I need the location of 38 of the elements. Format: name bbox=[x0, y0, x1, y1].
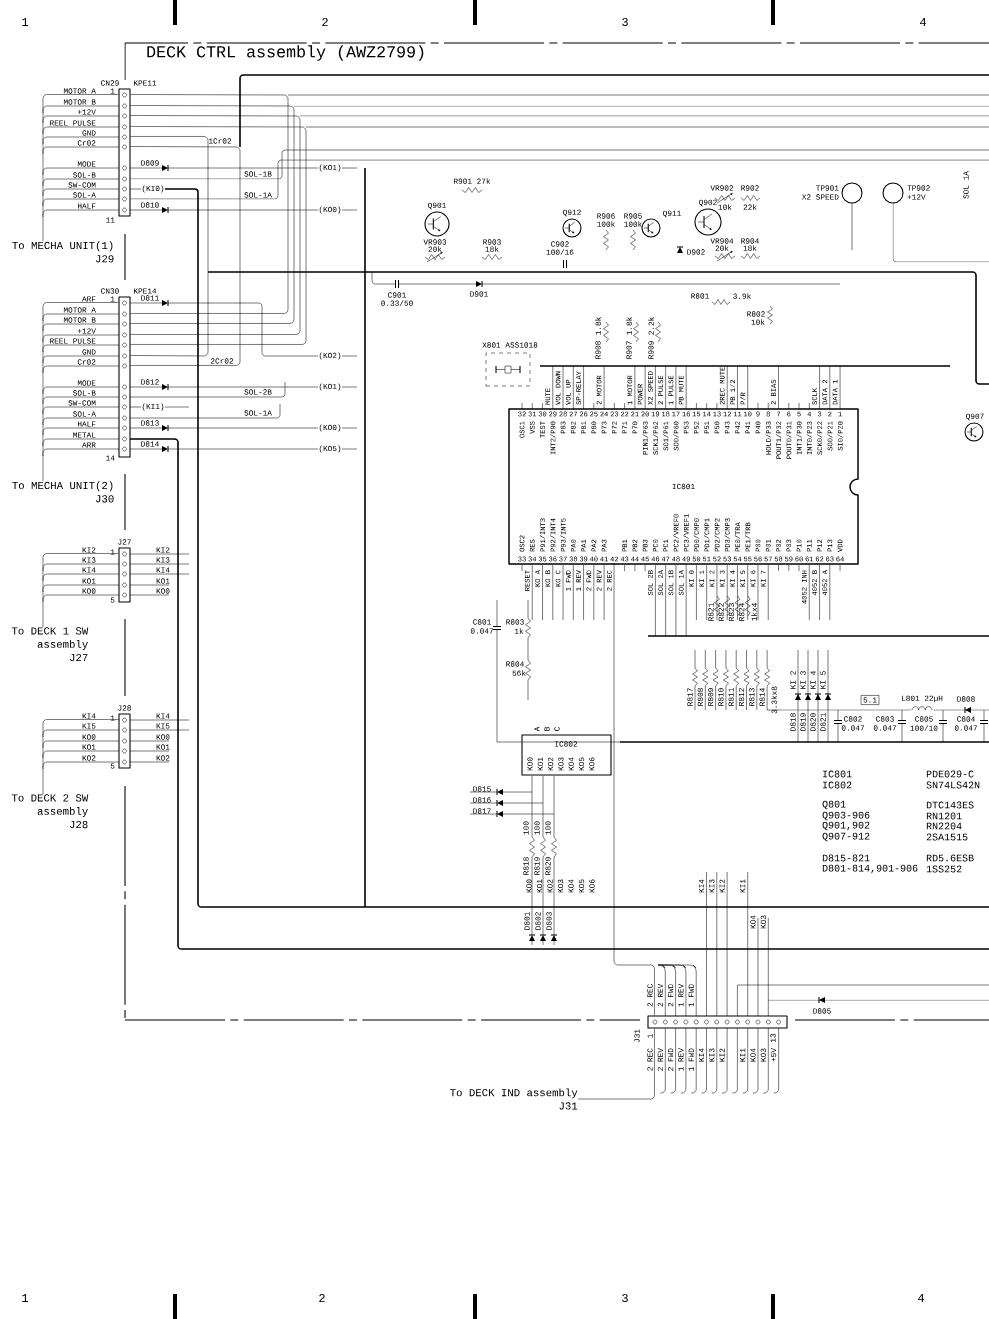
parts-list-text: IC801 bbox=[823, 770, 852, 778]
parts-list-text: RN2204 bbox=[926, 822, 962, 830]
connector-lead bbox=[42, 719, 119, 795]
parts-list-text: 2SA1515 bbox=[926, 833, 968, 841]
grid-number: 1 bbox=[22, 18, 29, 26]
grid-number: 3 bbox=[622, 1293, 628, 1303]
parts-list-text: RN1201 bbox=[926, 812, 962, 820]
parts-list-text: IC802 bbox=[823, 781, 852, 789]
parts-list-text: Q903-906 bbox=[822, 811, 870, 821]
parts-list-text: SN74LS42N bbox=[926, 781, 980, 789]
grid-number: 2 bbox=[322, 18, 328, 26]
parts-list-text: PDE029-C bbox=[926, 770, 974, 778]
connector-lead bbox=[42, 94, 119, 242]
destination-label: To DECK IND assembly J31 bbox=[450, 1088, 578, 1110]
destination-label: To MECHA UNIT(2) J30 bbox=[12, 481, 114, 503]
connector-lead bbox=[613, 563, 655, 1016]
grid-number: 3 bbox=[622, 17, 628, 27]
connector-lead bbox=[42, 302, 119, 482]
grid-number: 1 bbox=[22, 1294, 29, 1302]
connector-lead bbox=[577, 1028, 655, 1100]
parts-list-text: RD5.6ESB bbox=[926, 854, 974, 862]
parts-list-text: Q801 bbox=[822, 800, 846, 810]
parts-list-text: D815-821 bbox=[822, 854, 870, 862]
parts-list-text: D801-814,901-906 bbox=[822, 864, 918, 874]
parts-list-text: DTC143ES bbox=[926, 801, 974, 809]
parts-list-text: Q901,902 bbox=[822, 821, 870, 831]
destination-label: To DECK 1 SW assembly J27 bbox=[11, 627, 89, 662]
grid-number: 4 bbox=[918, 1294, 924, 1302]
connector-lead bbox=[130, 146, 241, 366]
assembly-title: DECK CTRL assembly (AWZ2799) bbox=[147, 45, 424, 61]
grid-number: 2 bbox=[319, 1294, 325, 1303]
parts-list-text: Q907-912 bbox=[822, 832, 870, 842]
parts-list-text: 1SS252 bbox=[926, 865, 962, 873]
destination-label: To DECK 2 SW assembly J28 bbox=[11, 794, 89, 829]
grid-number: 4 bbox=[920, 18, 926, 26]
destination-label: To MECHA UNIT(1) J29 bbox=[12, 241, 114, 263]
connector-lead bbox=[130, 136, 209, 357]
connector-lead bbox=[42, 553, 119, 628]
